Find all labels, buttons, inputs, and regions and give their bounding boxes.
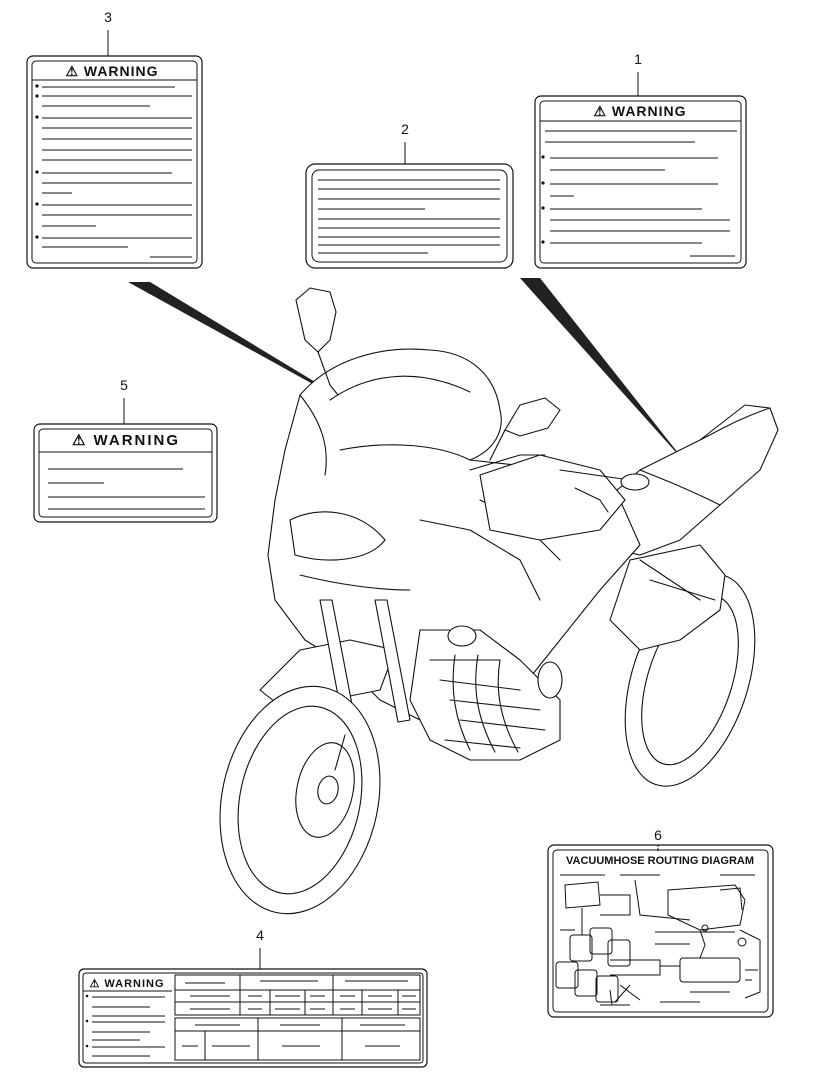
label5-warning-title: ⚠ WARNING — [72, 432, 180, 449]
callout-5: 5 — [120, 377, 128, 393]
label-2: 2 — [305, 121, 514, 269]
callout-6: 6 — [654, 827, 662, 843]
pointer-label1 — [520, 278, 690, 468]
label-4: 4 ⚠ WARNING — [78, 927, 428, 1068]
callout-2: 2 — [401, 121, 409, 137]
label4-warning-title: ⚠ WARNING — [89, 978, 164, 990]
label3-warning-title: ⚠ WARNING — [65, 63, 158, 79]
callout-4: 4 — [256, 927, 264, 943]
motorcycle-drawing — [219, 287, 779, 915]
label-3: 3 ⚠ WARNING — [26, 9, 203, 269]
label-6: 6 VACUUMHOSE ROUTING DIAGRAM — [547, 827, 774, 1018]
label1-warning-title: ⚠ WARNING — [593, 103, 686, 119]
callout-1: 1 — [634, 51, 642, 67]
label6-diagram-title: VACUUMHOSE ROUTING DIAGRAM — [566, 855, 754, 867]
callout-3: 3 — [104, 9, 112, 25]
label-5: 5 ⚠ WARNING — [33, 377, 218, 523]
label-1: 1 ⚠ WARNING — [534, 51, 747, 269]
